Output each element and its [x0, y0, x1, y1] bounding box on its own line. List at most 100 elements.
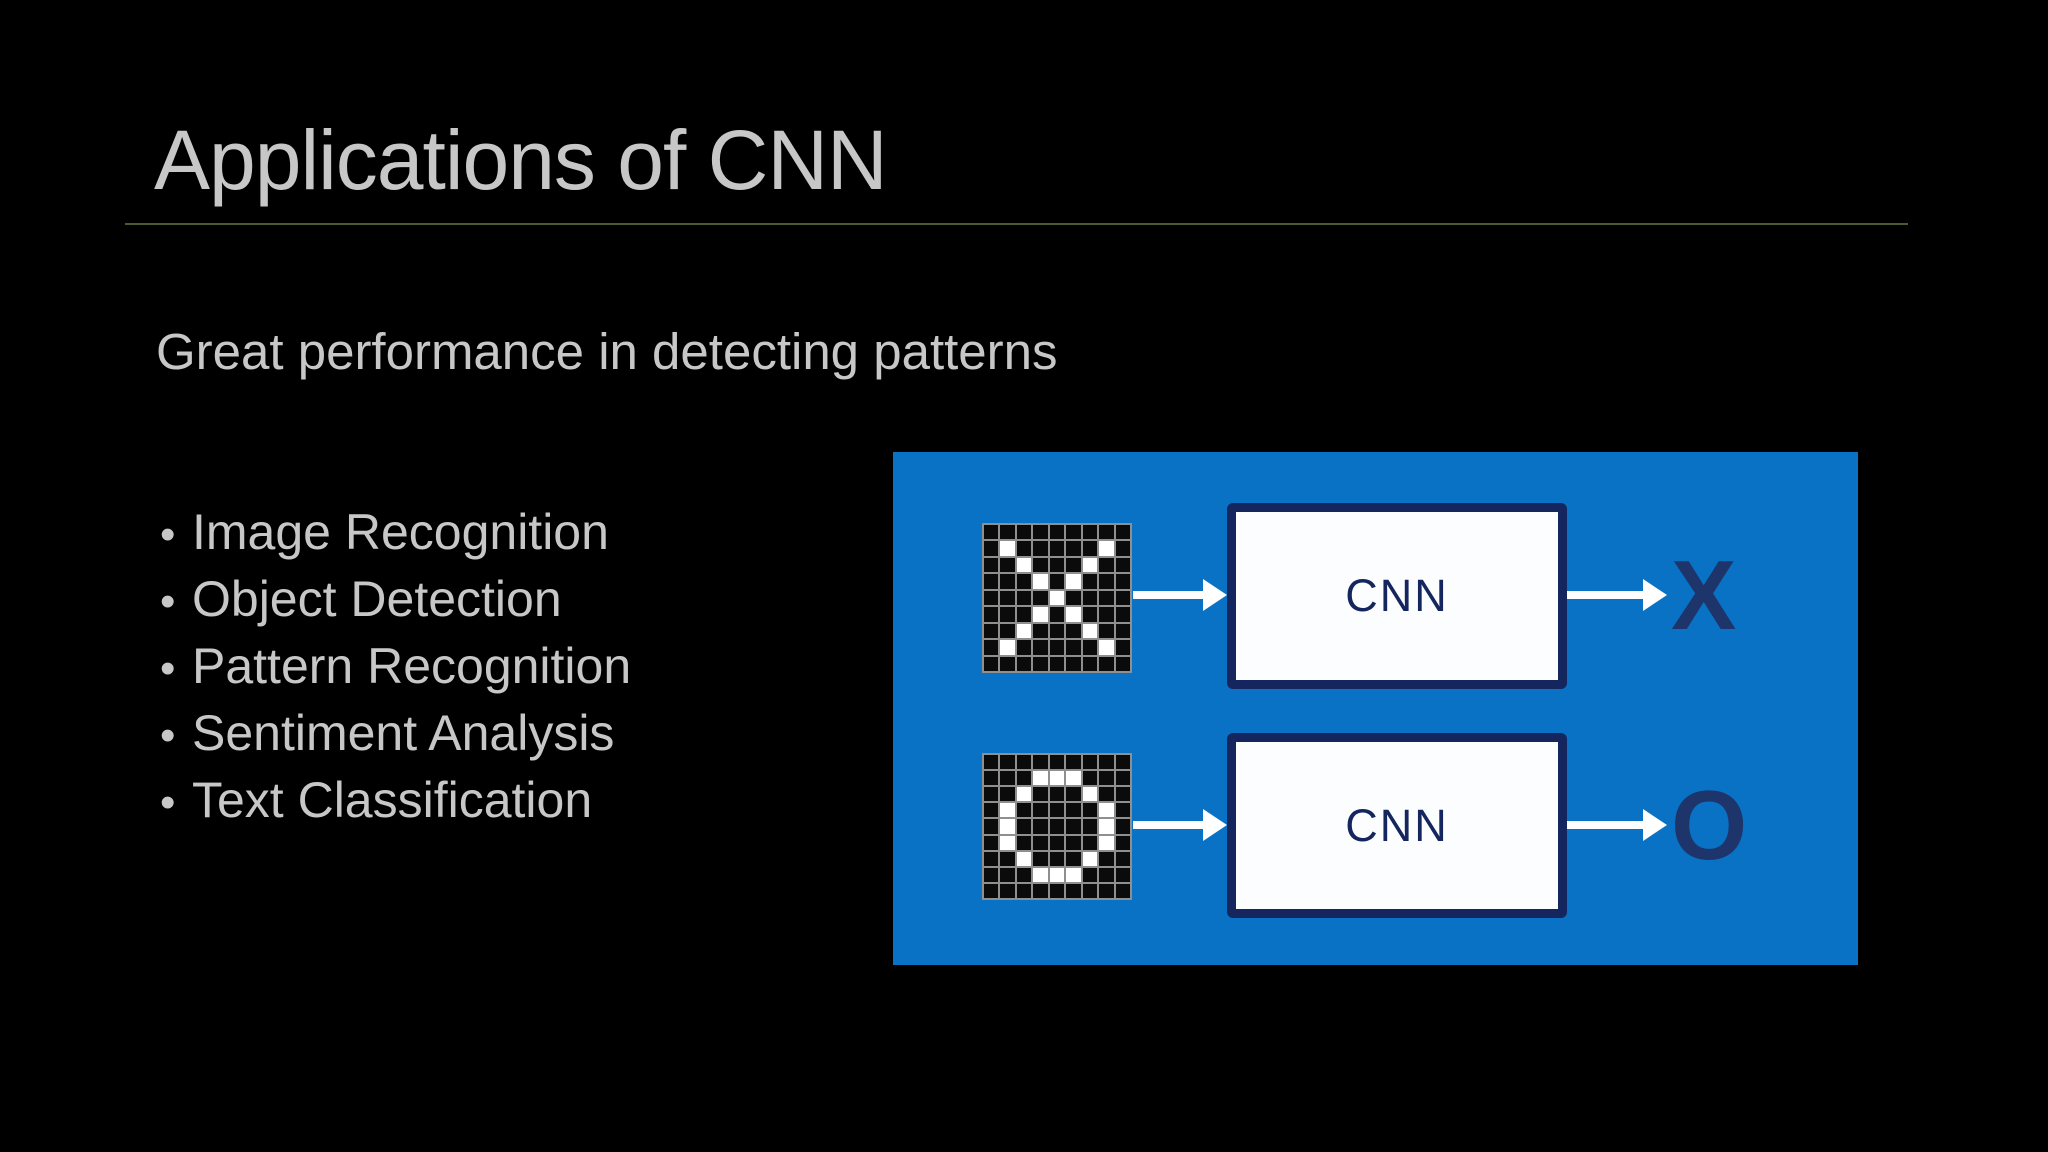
bullet-label: Pattern Recognition	[192, 638, 632, 694]
pixel-cell	[1016, 640, 1032, 655]
pixel-cell	[1016, 835, 1032, 850]
cnn-diagram-panel: CNN X CNN O	[893, 452, 1858, 965]
arrow-shaft	[1133, 591, 1207, 599]
pixel-cell	[1066, 607, 1081, 622]
pixel-cell	[1033, 835, 1048, 850]
bullet-icon: •	[160, 711, 176, 760]
pixel-cell	[1066, 623, 1081, 639]
pixel-cell	[984, 623, 999, 639]
pixel-cell	[1082, 819, 1098, 834]
slide-subtitle: Great performance in detecting patterns	[156, 323, 1058, 380]
pixel-cell	[984, 541, 999, 556]
pixel-cell	[1115, 867, 1130, 882]
pixel-cell	[1033, 640, 1048, 655]
pixel-cell	[1099, 574, 1114, 589]
pixel-cell	[1082, 867, 1098, 882]
pixel-cell	[1099, 525, 1114, 540]
pixel-cell	[1033, 771, 1048, 786]
pixel-cell	[1082, 607, 1098, 622]
pixel-cell	[1016, 803, 1032, 818]
pixel-cell	[984, 607, 999, 622]
pixel-cell	[1099, 851, 1114, 866]
pixel-cell	[1115, 851, 1130, 866]
pixel-cell	[1000, 541, 1015, 556]
pixel-cell	[1066, 787, 1081, 802]
bullet-label: Image Recognition	[192, 504, 609, 560]
pixel-cell	[1049, 640, 1065, 655]
pixel-cell	[1033, 851, 1048, 866]
pixel-cell	[1016, 851, 1032, 866]
pixel-cell	[1066, 819, 1081, 834]
arrow-head	[1203, 579, 1227, 611]
list-item: • Sentiment Analysis	[160, 701, 631, 768]
cnn-box: CNN	[1227, 733, 1567, 918]
list-item: • Image Recognition	[160, 500, 631, 567]
list-item: • Pattern Recognition	[160, 634, 631, 701]
pixel-cell	[984, 656, 999, 671]
pixel-cell	[984, 851, 999, 866]
pixel-cell	[984, 771, 999, 786]
pixel-cell	[1016, 819, 1032, 834]
pixel-cell	[1016, 771, 1032, 786]
output-label-o: O	[1671, 770, 1748, 880]
pixel-cell	[984, 787, 999, 802]
pixel-cell	[1049, 787, 1065, 802]
pixel-cell	[1033, 656, 1048, 671]
pixel-cell	[1016, 607, 1032, 622]
pixel-cell	[1049, 656, 1065, 671]
pixel-cell	[1082, 771, 1098, 786]
pixel-cell	[1082, 883, 1098, 898]
pixel-cell	[1000, 803, 1015, 818]
pixel-cell	[1049, 557, 1065, 573]
pixel-cell	[1115, 883, 1130, 898]
pixel-cell	[1066, 590, 1081, 606]
pixel-cell	[1049, 803, 1065, 818]
pixel-cell	[1099, 803, 1114, 818]
pixel-cell	[984, 640, 999, 655]
pixel-cell	[1082, 755, 1098, 770]
pixel-cell	[984, 835, 999, 850]
pixel-cell	[1082, 851, 1098, 866]
arrow-right-icon	[1133, 807, 1227, 843]
pixel-cell	[1016, 590, 1032, 606]
pixel-cell	[1082, 656, 1098, 671]
pixel-cell	[1016, 883, 1032, 898]
pixel-cell	[1000, 835, 1015, 850]
arrow-right-icon	[1133, 577, 1227, 613]
pixel-cell	[1016, 557, 1032, 573]
pixel-cell	[984, 574, 999, 589]
x-pixel-grid	[982, 523, 1132, 673]
pixel-cell	[1033, 557, 1048, 573]
pixel-cell	[1000, 557, 1015, 573]
pixel-cell	[1000, 640, 1015, 655]
bullet-label: Object Detection	[192, 571, 562, 627]
pixel-cell	[1066, 525, 1081, 540]
pixel-cell	[1099, 771, 1114, 786]
pixel-cell	[1115, 656, 1130, 671]
pixel-cell	[1033, 803, 1048, 818]
pixel-cell	[1066, 656, 1081, 671]
pixel-cell	[1066, 574, 1081, 589]
pixel-cell	[1082, 557, 1098, 573]
pixel-cell	[1082, 803, 1098, 818]
pixel-cell	[1115, 525, 1130, 540]
pixel-cell	[1033, 607, 1048, 622]
pixel-cell	[1049, 755, 1065, 770]
pixel-cell	[1000, 771, 1015, 786]
arrow-shaft	[1567, 591, 1647, 599]
pixel-cell	[984, 819, 999, 834]
pixel-cell	[1033, 755, 1048, 770]
pixel-cell	[1066, 640, 1081, 655]
bullet-icon: •	[160, 644, 176, 693]
pixel-cell	[1099, 607, 1114, 622]
pixel-cell	[1099, 819, 1114, 834]
pixel-cell	[1066, 803, 1081, 818]
pixel-cell	[1115, 590, 1130, 606]
pixel-cell	[1066, 851, 1081, 866]
pixel-cell	[1082, 590, 1098, 606]
arrow-head	[1643, 809, 1667, 841]
pixel-cell	[1066, 541, 1081, 556]
pixel-cell	[984, 803, 999, 818]
pixel-cell	[1115, 640, 1130, 655]
pixel-cell	[1033, 525, 1048, 540]
